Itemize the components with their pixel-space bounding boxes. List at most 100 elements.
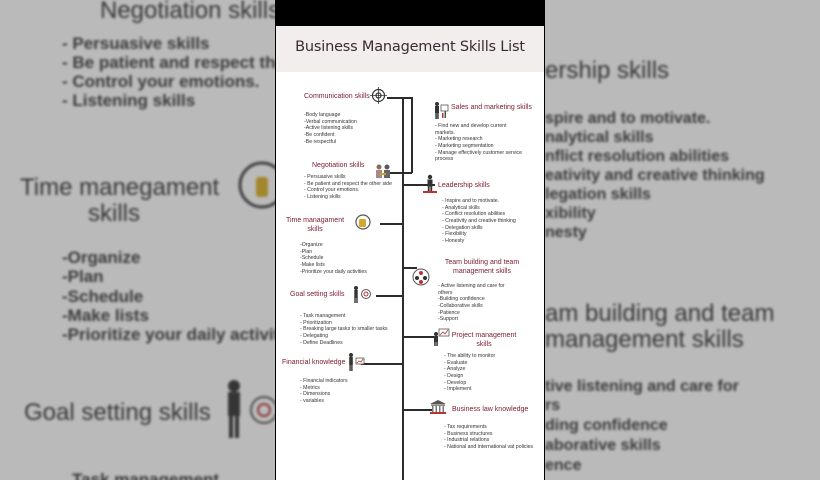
presenter-icon <box>432 327 450 352</box>
timeline-spine <box>402 98 404 480</box>
list-item: - variables <box>300 397 324 404</box>
handshake-icon <box>374 163 392 186</box>
bg-time-heading: Time manegament <box>20 174 220 201</box>
list-item: - Analyze <box>444 366 466 373</box>
sales-list: - Find new and develop current markets. … <box>435 123 522 163</box>
section-heading-communication: Communication skills <box>304 93 370 100</box>
infographic-card: Business Management Skills List Communic… <box>276 26 544 480</box>
leader-icon <box>421 174 439 199</box>
bg-negotiation-item: - Be patient and respect the <box>62 53 275 72</box>
bg-team-item: aborative skills <box>545 437 661 454</box>
list-item: - Dimensions <box>300 391 331 398</box>
section-heading-line: skills <box>476 340 492 348</box>
section-heading-negotiation: Negotiation skills <box>312 162 365 169</box>
bg-task-heading: Task management <box>72 470 220 480</box>
time-list: -Organize -Plan -Schedule -Make lists -P… <box>300 242 367 275</box>
branch-communication <box>387 97 403 99</box>
section-heading-line: Time managament <box>285 217 345 224</box>
list-item: - Design <box>444 372 464 379</box>
list-item: - Business structures <box>444 430 493 437</box>
bg-time-item: -Plan <box>62 267 104 286</box>
section-heading-sales: Sales and marketing skills <box>451 104 532 111</box>
section-heading-financial: Financial knowledge <box>282 359 346 366</box>
list-item: - Inspire and to motivate. <box>442 198 500 204</box>
courthouse-icon <box>429 399 447 420</box>
goal-list: - Task management - Prioritization - Bre… <box>300 313 388 346</box>
sales-icon <box>432 101 450 126</box>
list-item: - Find new and develop current <box>435 123 507 129</box>
list-item: - Task management <box>300 313 346 319</box>
list-item: - Tax requirements <box>444 424 487 430</box>
list-item: - Active listening and care for <box>438 283 505 289</box>
bg-negotiation-item: - Persuasive skills <box>62 34 210 53</box>
section-heading-time: Time managament skills <box>284 217 346 235</box>
clock-icon <box>352 213 372 236</box>
page-title: Business Management Skills List <box>295 39 525 55</box>
list-item: - Evaluate <box>444 359 468 366</box>
list-item: - Prioritization <box>300 319 332 326</box>
section-heading-line: Team building and team <box>444 259 520 266</box>
bg-time-item: -Make lists <box>62 306 149 325</box>
bg-team-item: tive listening and care for <box>545 378 739 395</box>
list-item: - Metrics <box>300 384 320 391</box>
background-right-panel: ership skills spire and to motivate. nal… <box>545 0 820 480</box>
leadership-list: - Inspire and to motivate. - Analytical … <box>442 198 516 245</box>
list-item: - Implement <box>444 386 472 393</box>
list-item: -Be confident <box>304 131 335 138</box>
bg-leadership-item: nesty <box>545 224 587 241</box>
section-heading-team: Team building and team management skills <box>432 259 532 277</box>
branch-financial <box>361 363 403 365</box>
bg-team-heading: am building and team <box>545 300 775 327</box>
list-item: markets. <box>435 129 455 136</box>
bg-leadership-item: legation skills <box>545 186 651 203</box>
dartboard-icon <box>352 285 372 308</box>
branch-leadership <box>403 184 435 186</box>
title-band <box>276 26 544 72</box>
bg-time-item: -Prioritize your daily activiti <box>62 325 275 344</box>
bg-leadership-item: xibility <box>545 205 596 222</box>
list-item: - Delegating <box>300 332 328 339</box>
bg-negotiation-item: - Listening skills <box>62 91 196 110</box>
branch-sales-vertical <box>411 97 413 173</box>
list-item: - Flexibility <box>442 231 467 238</box>
list-item: process <box>435 156 454 163</box>
bg-goal-heading: Goal setting skills <box>24 399 211 426</box>
list-item: - Persuasive skills <box>304 174 346 180</box>
bg-team-item: ence <box>545 457 582 474</box>
list-item: - Analytical skills <box>442 204 480 211</box>
section-heading-line: skills <box>307 225 323 233</box>
section-heading-business-law: Business law knowledge <box>452 406 529 413</box>
target-icon <box>370 87 387 109</box>
list-item: - Be patient and respect the other side <box>304 180 392 187</box>
list-item: - Honesty <box>442 237 465 244</box>
branch-team <box>403 267 417 269</box>
negotiation-list: - Persuasive skills - Be patient and res… <box>304 174 392 201</box>
list-item: others <box>438 289 453 296</box>
bg-clock-icon <box>232 155 275 220</box>
section-heading-project: Project management skills <box>444 332 524 350</box>
project-list: - The ability to monitor - Evaluate - An… <box>444 353 495 393</box>
branch-business-law <box>403 409 433 411</box>
list-item: - Conflict resolution abilities <box>442 211 506 218</box>
bg-team-heading-2: management skills <box>545 326 744 353</box>
bg-team-item: rs <box>545 397 561 414</box>
branch-goal <box>376 295 403 297</box>
bg-negotiation-heading: Negotiation skills <box>100 0 275 24</box>
list-item: -Schedule <box>300 255 324 262</box>
list-item: -Be respectful <box>304 138 337 145</box>
list-item: - The ability to monitor <box>444 353 496 359</box>
list-item: - Creativity and creative thinking <box>442 217 516 224</box>
list-item: - Develop <box>444 379 467 386</box>
bg-leadership-item: spire and to motivate. <box>545 110 711 127</box>
list-item: - Financial indicators <box>300 378 348 384</box>
list-item: -Support <box>438 316 458 323</box>
business-law-list: - Tax requirements - Business structures… <box>444 424 533 451</box>
bg-leadership-item: nflict resolution abilities <box>545 148 730 165</box>
branch-top <box>403 97 411 99</box>
list-item: - Define Deadlines <box>300 339 343 346</box>
list-item: -Active listening skills <box>304 125 354 132</box>
list-item: - Breaking large tasks to smaller tasks <box>300 326 388 333</box>
list-item: - Manage effectively customer service <box>435 149 522 156</box>
bg-leadership-item: nalytical skills <box>545 129 654 146</box>
communication-list: -Body language -Verbal communication -Ac… <box>304 112 357 145</box>
